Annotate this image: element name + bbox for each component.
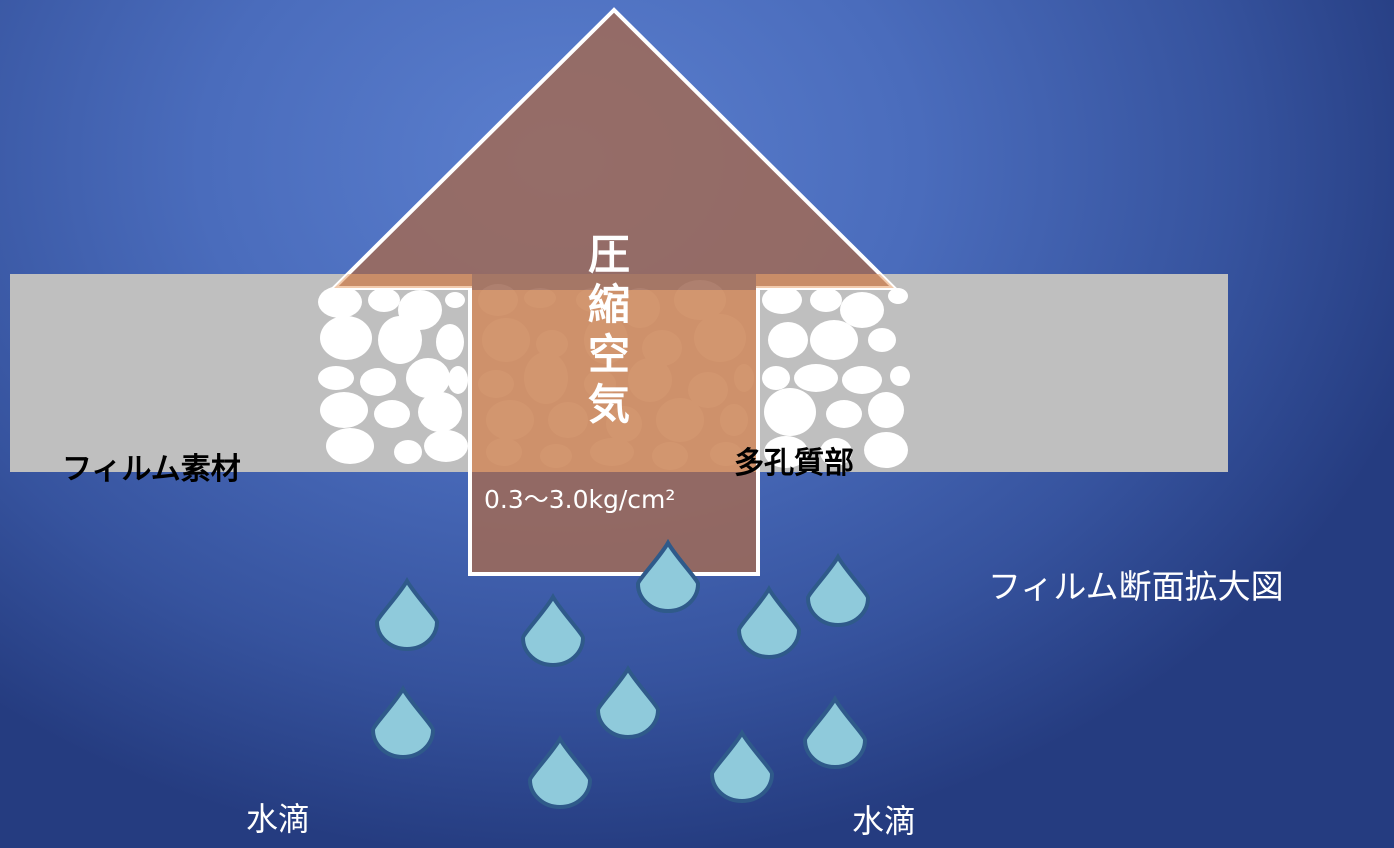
pore-bubble <box>436 324 464 360</box>
diagram-caption: フィルム断面拡大図 <box>988 567 1284 606</box>
pore-bubble <box>842 366 882 394</box>
pore-bubble <box>445 292 465 308</box>
water-drop-label-left: 水滴 <box>246 800 311 838</box>
water-drop <box>635 538 701 613</box>
pore-bubble <box>864 432 908 468</box>
water-drop <box>374 576 440 651</box>
pore-bubble <box>762 286 802 314</box>
pore-bubble <box>418 392 462 432</box>
pressure-label: 0.3〜3.0kg/cm² <box>484 485 676 514</box>
compressed-air-label: 圧縮空気 <box>585 230 633 430</box>
water-drop <box>805 552 871 627</box>
pore-bubble <box>764 388 816 436</box>
pore-bubble <box>424 430 468 462</box>
pore-bubble <box>810 320 858 360</box>
compressed-air-char: 空 <box>587 330 630 379</box>
pore-bubble <box>320 392 368 428</box>
pore-bubble <box>768 322 808 358</box>
water-drop <box>736 584 802 659</box>
compressed-air-char: 圧 <box>587 230 630 279</box>
compressed-air-char: 気 <box>587 380 630 429</box>
water-drop <box>802 694 868 769</box>
pore-bubble <box>374 400 410 428</box>
compressed-air-char: 縮 <box>587 280 630 329</box>
pore-bubble <box>360 368 396 396</box>
pore-bubble <box>368 288 400 312</box>
pore-bubble <box>868 392 904 428</box>
water-drop <box>370 684 436 759</box>
water-drop <box>520 592 586 667</box>
pore-bubble <box>840 292 884 328</box>
film-material-label: フィルム素材 <box>62 452 241 487</box>
pore-bubble <box>378 316 422 364</box>
pore-bubble <box>868 328 896 352</box>
pore-bubble <box>762 366 790 390</box>
porous-part-label: 多孔質部 <box>734 446 854 481</box>
pore-bubble <box>810 288 842 312</box>
water-drop <box>709 728 775 803</box>
water-drops <box>370 538 871 809</box>
pore-bubble <box>888 288 908 304</box>
pore-bubble <box>318 286 362 318</box>
pore-bubble <box>394 440 422 464</box>
pore-bubble <box>448 366 468 394</box>
pore-bubble <box>794 364 838 392</box>
pore-bubble <box>820 438 852 466</box>
air-through-film <box>472 290 756 472</box>
water-drop <box>527 734 593 809</box>
pore-bubble <box>318 366 354 390</box>
pore-bubble <box>826 400 862 428</box>
pore-bubble <box>406 358 450 398</box>
pore-bubble <box>890 366 910 386</box>
water-drop <box>595 664 661 739</box>
pore-bubble <box>320 316 372 360</box>
air-through-film-left <box>334 274 472 288</box>
pore-bubble <box>764 436 808 468</box>
water-drop-label-right: 水滴 <box>852 802 917 840</box>
air-through-film-right <box>756 274 894 288</box>
pore-bubble <box>326 428 374 464</box>
